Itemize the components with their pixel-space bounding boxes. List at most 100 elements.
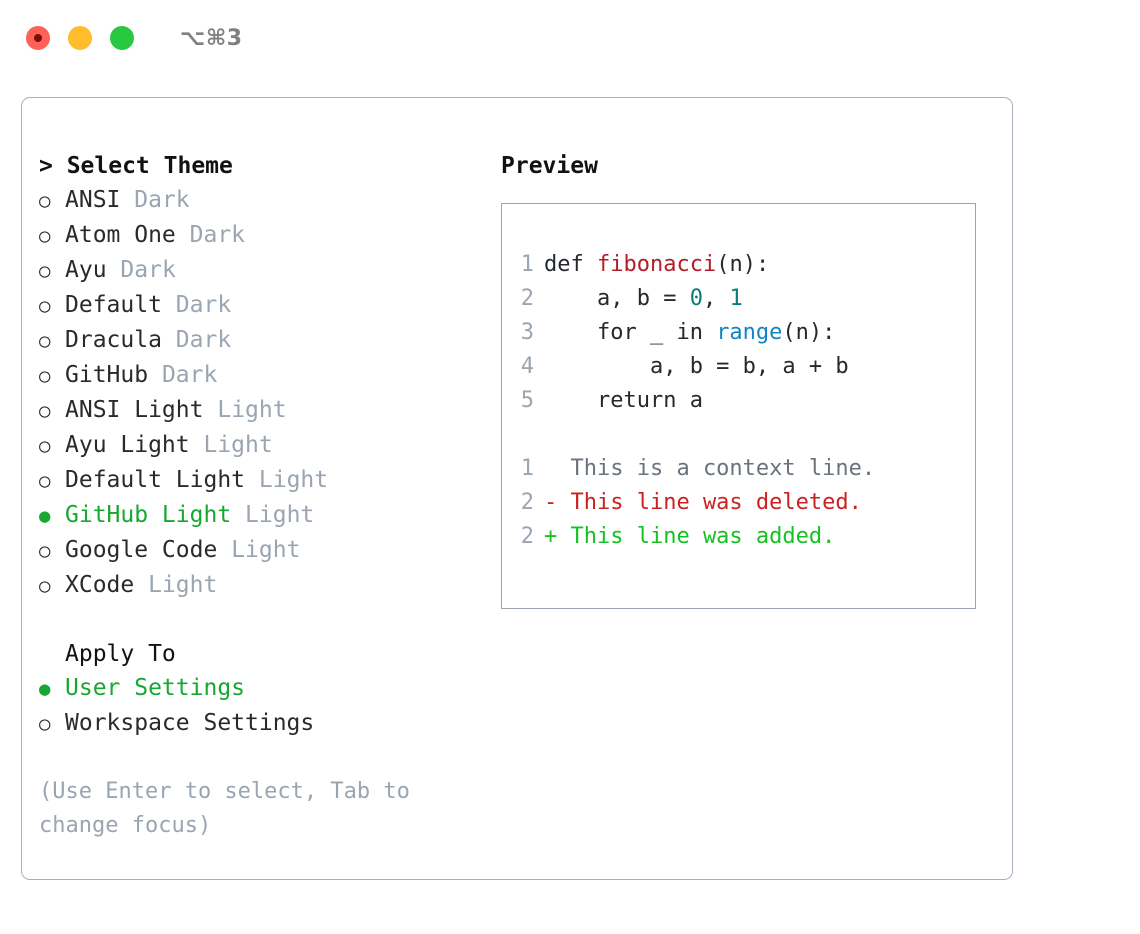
radio-icon[interactable]: ○ xyxy=(39,330,51,352)
code-token: for _ in xyxy=(544,320,717,345)
line-number: 5 xyxy=(520,388,534,413)
theme-option-variant-text: Dark xyxy=(161,362,218,388)
code-token-builtin: range xyxy=(716,320,783,345)
radio-icon-selected[interactable]: ● xyxy=(39,678,51,700)
code-line: 3 for _ in range(n): xyxy=(502,316,975,350)
theme-option-dracula-dark[interactable]: ○ Dracula Dark xyxy=(39,323,489,358)
line-number: 4 xyxy=(520,354,534,379)
main-panel: > Select Theme ○ ANSI Dark ○ Atom One Da… xyxy=(21,97,1013,880)
theme-option-label: Ayu xyxy=(65,257,107,283)
radio-icon[interactable]: ○ xyxy=(39,540,51,562)
radio-icon[interactable]: ○ xyxy=(39,435,51,457)
select-theme-heading: > Select Theme xyxy=(39,153,233,179)
radio-icon[interactable]: ○ xyxy=(39,470,51,492)
diff-line-deleted: 2 - This line was deleted. xyxy=(502,486,975,520)
code-token: a, b = xyxy=(544,286,690,311)
theme-option-variant xyxy=(245,463,259,497)
theme-option-variant-text: Light xyxy=(217,397,287,423)
diff-text: + This line was added. xyxy=(544,524,836,549)
diff-line-added: 2 + This line was added. xyxy=(502,520,975,554)
window-title: ⌥⌘3 xyxy=(180,25,243,51)
theme-option-variant xyxy=(162,288,176,322)
radio-icon[interactable]: ○ xyxy=(39,575,51,597)
theme-option-label: ANSI xyxy=(65,187,121,213)
close-button[interactable] xyxy=(26,26,50,50)
theme-option-label: GitHub xyxy=(65,362,149,388)
apply-to-option-workspace-settings[interactable]: ○ Workspace Settings xyxy=(39,706,489,741)
theme-option-github-dark[interactable]: ○ GitHub Dark xyxy=(39,358,489,393)
theme-option-variant xyxy=(134,568,148,602)
theme-option-ansi-dark[interactable]: ○ ANSI Dark xyxy=(39,183,489,218)
code-line: 2 a, b = 0, 1 xyxy=(502,282,975,316)
radio-icon[interactable]: ○ xyxy=(39,225,51,247)
help-hint-text: (Use Enter to select, Tab to change focu… xyxy=(39,779,410,838)
theme-option-variant-text: Light xyxy=(231,537,301,563)
radio-icon[interactable]: ○ xyxy=(39,365,51,387)
code-token: a, b = b, a + b xyxy=(544,354,849,379)
line-number: 1 xyxy=(520,252,534,277)
code-line: 1 def fibonacci(n): xyxy=(502,248,975,282)
theme-option-variant-text: Dark xyxy=(120,257,176,283)
theme-option-ayu-light[interactable]: ○ Ayu Light Light xyxy=(39,428,489,463)
code-token: , xyxy=(702,286,730,311)
theme-option-label: Google Code xyxy=(65,537,218,563)
radio-icon-selected[interactable]: ● xyxy=(39,505,51,527)
theme-option-label: Ayu Light xyxy=(65,432,190,458)
theme-option-default-dark[interactable]: ○ Default Dark xyxy=(39,288,489,323)
apply-to-option-user-settings[interactable]: ● User Settings xyxy=(39,671,489,706)
diff-text: - This line was deleted. xyxy=(544,490,862,515)
title-bar: ⌥⌘3 xyxy=(0,0,1140,76)
diff-text: This is a context line. xyxy=(544,456,876,481)
theme-option-ayu-dark[interactable]: ○ Ayu Dark xyxy=(39,253,489,288)
theme-option-variant-text: Dark xyxy=(175,327,232,353)
theme-option-variant xyxy=(148,358,162,392)
diff-line-context: 1 This is a context line. xyxy=(502,452,975,486)
code-token: (n): xyxy=(782,320,836,345)
code-token: def xyxy=(544,252,597,277)
apply-to-heading: Apply To xyxy=(65,641,176,667)
theme-option-default-light[interactable]: ○ Default Light Light xyxy=(39,463,489,498)
theme-option-label: Default xyxy=(65,292,162,318)
theme-option-variant-text: Dark xyxy=(134,187,190,213)
radio-icon[interactable]: ○ xyxy=(39,400,51,422)
radio-icon[interactable]: ○ xyxy=(39,295,51,317)
maximize-button[interactable] xyxy=(110,26,134,50)
line-number: 2 xyxy=(520,490,534,515)
theme-option-variant xyxy=(190,428,204,462)
theme-picker-column: > Select Theme ○ ANSI Dark ○ Atom One Da… xyxy=(39,149,489,843)
window-controls xyxy=(26,26,134,50)
minimize-button[interactable] xyxy=(68,26,92,50)
theme-option-variant-text: Dark xyxy=(189,222,246,248)
radio-icon[interactable]: ○ xyxy=(39,260,51,282)
preview-code-box: 1 def fibonacci(n): 2 a, b = 0, 1 3 for … xyxy=(501,203,976,609)
code-token-function: fibonacci xyxy=(596,252,717,277)
code-token-number: 1 xyxy=(729,286,743,311)
line-number: 2 xyxy=(520,286,534,311)
theme-option-variant xyxy=(107,253,121,287)
theme-option-xcode[interactable]: ○ XCode Light xyxy=(39,568,489,603)
theme-option-variant-text: Light xyxy=(245,502,315,528)
theme-option-variant xyxy=(231,498,245,532)
code-token-number: 0 xyxy=(689,286,703,311)
apply-to-option-label: User Settings xyxy=(65,675,246,701)
theme-option-ansi-light[interactable]: ○ ANSI Light Light xyxy=(39,393,489,428)
theme-option-label: Dracula xyxy=(65,327,162,353)
theme-option-github-light[interactable]: ● GitHub Light Light xyxy=(39,498,489,533)
theme-option-google-code[interactable]: ○ Google Code Light xyxy=(39,533,489,568)
preview-heading: Preview xyxy=(501,153,598,179)
code-line: 5 return a xyxy=(502,384,975,418)
theme-option-variant xyxy=(217,533,231,567)
apply-to-list[interactable]: ● User Settings ○ Workspace Settings xyxy=(39,671,489,741)
theme-option-variant xyxy=(120,183,134,217)
theme-option-label: XCode xyxy=(65,572,135,598)
theme-option-label: ANSI Light xyxy=(65,397,204,423)
theme-list[interactable]: ○ ANSI Dark ○ Atom One Dark ○ Ayu xyxy=(39,183,489,603)
theme-option-atom-one-dark[interactable]: ○ Atom One Dark xyxy=(39,218,489,253)
line-number: 1 xyxy=(520,456,534,481)
theme-option-variant-text: Light xyxy=(148,572,218,598)
radio-icon[interactable]: ○ xyxy=(39,190,51,212)
theme-option-label: GitHub Light xyxy=(65,502,232,528)
theme-option-variant-text: Dark xyxy=(175,292,232,318)
radio-icon[interactable]: ○ xyxy=(39,713,51,735)
